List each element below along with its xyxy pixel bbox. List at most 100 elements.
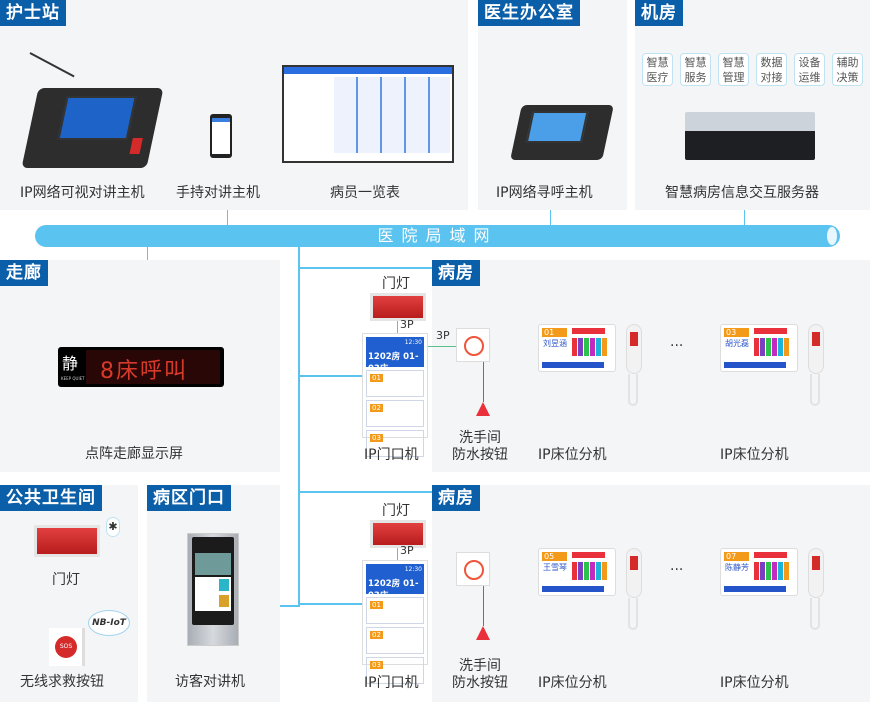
video-intercom-host-image [21,88,164,168]
door-light-image [370,293,426,321]
function-chip: 智慧医疗 [642,53,673,86]
handset-cord [628,598,638,630]
connector-line [298,267,432,269]
section-title: 走廊 [0,260,48,286]
time: 12:30 [404,566,422,573]
device-label: 防水按钮 [452,675,508,691]
device-label: 洗手间 [459,658,501,674]
device-label: IP门口机 [364,675,419,691]
handheld-phone-image [210,114,232,158]
pull-cord [483,586,484,626]
wire-label: 3P [400,318,414,331]
patient-name: 王雪琴 [543,563,567,572]
bed-number: 01 [370,374,383,382]
bed-number: 05 [542,552,567,561]
device-label: IP床位分机 [538,675,607,691]
bed-number: 07 [724,552,749,561]
bed-number: 01 [542,328,567,337]
waterproof-button-image [456,552,490,586]
connector-line [744,210,745,225]
door-light-label: 门灯 [382,503,410,519]
public-toilet-panel: 公共卫生间 ✱ 门灯 NB-IoT SOS 无线求救按钮 [0,485,138,702]
device-label: IP床位分机 [720,447,789,463]
bed-number: 03 [370,434,383,442]
wire [397,321,398,333]
ellipsis: ··· [670,562,684,578]
connector-line [550,210,551,225]
paging-host-image [510,105,614,160]
bed-number: 02 [370,404,383,412]
sos-label: SOS [55,636,77,658]
door-light-image [34,525,100,557]
device-label: 洗手间 [459,430,501,446]
bluetooth-icon: ✱ [106,517,120,537]
microphone-icon [29,52,75,78]
section-title: 医生办公室 [478,0,580,26]
sos-button-image: SOS [49,628,85,666]
device-label: IP网络可视对讲主机 [20,185,145,201]
patient-name: 刘昱涵 [543,339,567,348]
bed-unit-image: 03 胡光磊 [720,324,798,372]
led-panel [86,350,220,384]
handset-cord [628,374,638,406]
lan-label: 医院局域网 [377,226,498,245]
device-label: 访客对讲机 [175,674,245,690]
call-handset-image [626,548,642,598]
bed-number: 01 [370,601,383,609]
function-chip: 数据对接 [756,53,787,86]
server-image [685,112,815,160]
led-text: 8床呼叫 [100,359,188,384]
device-label: IP门口机 [364,447,419,463]
connector-line [298,603,362,605]
nurse-station-panel: 护士站 IP网络可视对讲主机 手持对讲主机 病员一览表 [0,0,468,210]
ward-panel: 病房 洗手间 防水按钮 05 王雪琴 ··· 07 陈静芳 IP床位分机 IP床位分… [432,485,870,702]
function-chip: 智慧管理 [718,53,749,86]
section-title: 病区门口 [147,485,231,511]
device-label: 智慧病房信息交互服务器 [665,185,819,201]
patient-name: 陈静芳 [725,563,749,572]
call-handset-image [626,324,642,374]
section-title: 护士站 [0,0,66,26]
device-label: 门灯 [52,572,80,588]
nb-iot-bubble: NB-IoT [88,610,130,636]
server-room-panel: 机房 智慧医疗 智慧服务 智慧管理 数据对接 设备运维 辅助决策 智慧病房信息交… [635,0,870,210]
pull-cord [483,362,484,402]
bed-unit-image: 05 王雪琴 [538,548,616,596]
wire-label: 3P [400,544,414,557]
function-chip: 设备运维 [794,53,825,86]
wire [397,548,398,560]
bed-unit-image: 01 刘昱涵 [538,324,616,372]
patient-name: 胡光磊 [725,339,749,348]
connector-line [298,247,300,607]
handset-cord [810,598,820,630]
hospital-lan-bus: 医院局域网 [35,225,840,247]
pull-cord-bell-icon [476,626,490,640]
call-handset-image [808,548,824,598]
bed-unit-image: 07 陈静芳 [720,548,798,596]
section-title: 病房 [432,260,480,286]
patient-board-image [282,65,454,163]
device-label: IP床位分机 [720,675,789,691]
waterproof-button-image [456,328,490,362]
visitor-intercom-image [187,533,239,646]
device-label: 病员一览表 [330,185,400,201]
section-title: 公共卫生间 [0,485,102,511]
handset-cord [810,374,820,406]
corridor-panel: 走廊 静 KEEP QUIET 8床呼叫 点阵走廊显示屏 [0,260,280,472]
connector-line [298,491,432,493]
room-title: 1202房 01-03床 [368,352,419,374]
function-chip: 辅助决策 [832,53,863,86]
doctor-office-panel: 医生办公室 IP网络寻呼主机 [478,0,627,210]
connector-line [298,375,362,377]
call-handset-image [808,324,824,374]
device-label: 手持对讲主机 [176,185,260,201]
device-label: 点阵走廊显示屏 [85,446,183,462]
time: 12:30 [404,339,422,346]
device-label: IP床位分机 [538,447,607,463]
device-label: 防水按钮 [452,447,508,463]
pull-cord-bell-icon [476,402,490,416]
section-title: 病房 [432,485,480,511]
wire [428,346,456,347]
bed-number: 03 [724,328,749,337]
